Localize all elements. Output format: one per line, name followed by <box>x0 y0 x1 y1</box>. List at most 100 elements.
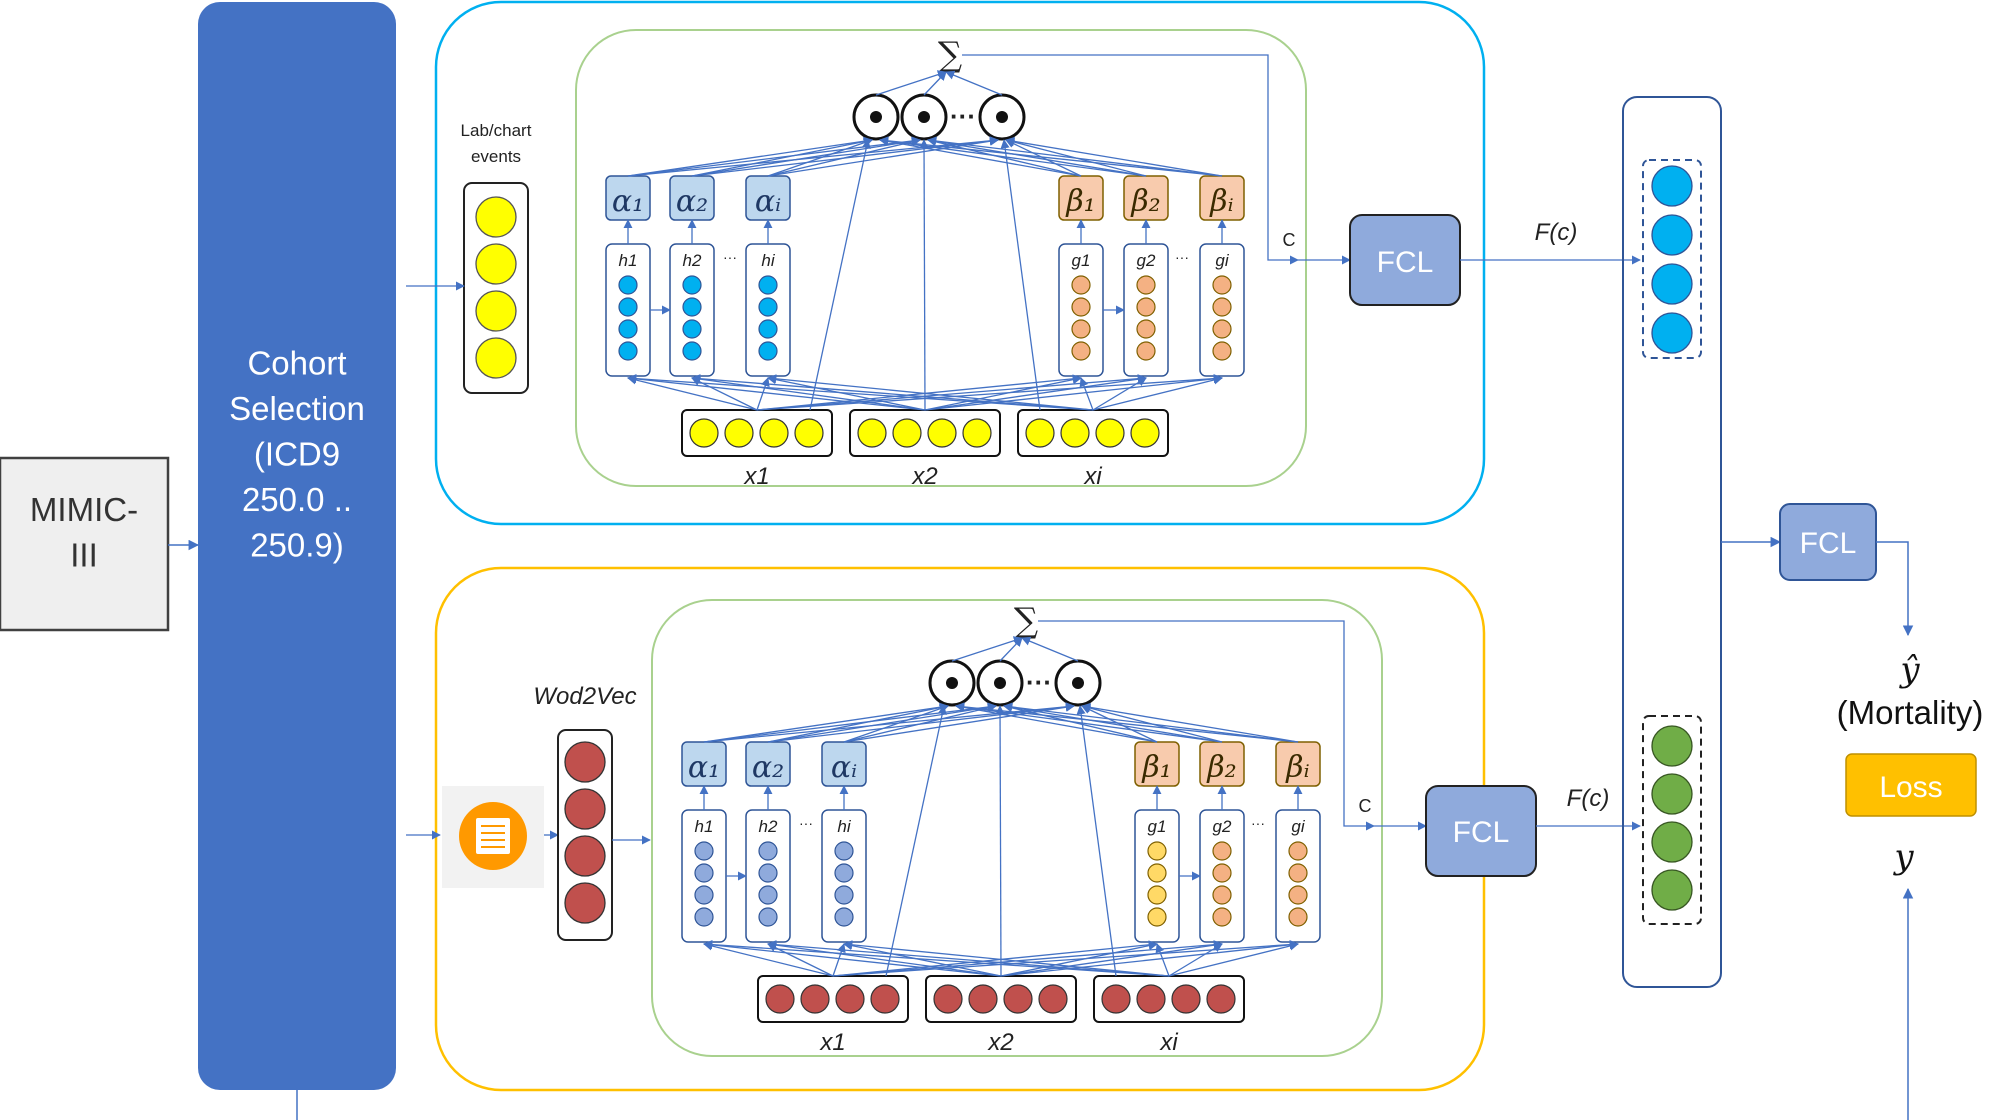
g-node <box>1212 885 1232 905</box>
context-label: C <box>1359 796 1372 816</box>
lab-node <box>475 337 517 379</box>
h-node <box>758 341 778 361</box>
bottom-output-node <box>1651 821 1693 863</box>
arrow <box>703 940 1002 977</box>
dots-ellipsis: ··· <box>950 101 976 131</box>
x-node <box>1101 984 1131 1014</box>
arrow <box>999 637 1023 662</box>
arrow <box>703 702 1075 743</box>
arrow <box>955 702 1299 743</box>
g-node <box>1212 341 1232 361</box>
arrow <box>1005 139 1082 177</box>
g-node <box>1212 841 1232 861</box>
h-node <box>618 341 638 361</box>
text-line: Cohort <box>247 344 346 381</box>
x-node <box>892 418 922 448</box>
arrow <box>843 704 949 743</box>
beta-label: βᵢ <box>1209 184 1233 219</box>
beta-label: β₁ <box>1065 184 1095 219</box>
top-output-node <box>1651 214 1693 256</box>
g-node <box>1288 907 1308 927</box>
arrow <box>703 940 1170 977</box>
h-node <box>682 275 702 295</box>
arrow <box>1155 943 1170 977</box>
g-ellipsis: ··· <box>1175 249 1189 265</box>
arrow <box>843 702 1075 743</box>
arrow <box>924 375 1082 411</box>
arrow <box>756 374 1223 411</box>
word2vec-node <box>564 835 606 877</box>
x-node <box>1171 984 1201 1014</box>
text-line: events <box>471 147 521 166</box>
mortality-label: (Mortality) <box>1837 694 1984 731</box>
arrow <box>627 374 926 411</box>
x-label: x2 <box>911 463 937 490</box>
word2vec-node <box>564 741 606 783</box>
g-node <box>1212 907 1232 927</box>
h-node <box>758 841 778 861</box>
x-node <box>794 418 824 448</box>
x-node <box>1206 984 1236 1014</box>
g-node <box>1288 841 1308 861</box>
h-label: hi <box>761 251 775 270</box>
x-node <box>1025 418 1055 448</box>
g-label: g2 <box>1213 817 1232 836</box>
arrow <box>879 136 1223 177</box>
h-ellipsis: ··· <box>799 815 813 831</box>
arrow <box>627 374 1094 411</box>
arrow <box>843 703 997 743</box>
arrow <box>995 705 1005 977</box>
bottom-output-label: F(c) <box>1567 785 1610 812</box>
h-label: h2 <box>759 817 778 836</box>
h-node <box>758 297 778 317</box>
h-node <box>682 341 702 361</box>
x-node <box>800 984 830 1014</box>
arrow <box>885 705 947 977</box>
arrow <box>767 702 997 743</box>
x-node <box>1003 984 1033 1014</box>
h-node <box>758 885 778 905</box>
note-page <box>476 818 510 854</box>
h-node <box>694 841 714 861</box>
arrow <box>1000 940 1299 977</box>
x-node <box>689 418 719 448</box>
alpha-label: α₂ <box>752 750 784 785</box>
x-node <box>1095 418 1125 448</box>
x-node <box>1060 418 1090 448</box>
arrow <box>691 374 1094 411</box>
g-node <box>1071 341 1091 361</box>
loss-box <box>1845 753 1977 817</box>
arrow <box>1168 941 1299 977</box>
h-node <box>834 863 854 883</box>
arrow <box>1092 377 1147 411</box>
g-node <box>1071 275 1091 295</box>
x-node <box>765 984 795 1014</box>
h-node <box>758 907 778 927</box>
arrow <box>1079 377 1094 411</box>
arrow <box>927 136 1147 177</box>
bottom-fcl <box>1425 785 1537 877</box>
g-ellipsis: ··· <box>1251 815 1265 831</box>
arrow <box>1000 139 1041 411</box>
arrow <box>924 374 1223 411</box>
g-node <box>1147 863 1167 883</box>
h-node <box>758 319 778 339</box>
word2vec-node <box>564 882 606 924</box>
arrow <box>1021 636 1079 662</box>
x-node <box>835 984 865 1014</box>
bottom-output-node <box>1651 725 1693 767</box>
word2vec-node <box>564 788 606 830</box>
beta-label: β₂ <box>1130 184 1160 219</box>
x-label: x1 <box>819 1029 845 1056</box>
dot-product-center <box>996 111 1008 123</box>
bottom-output-node <box>1651 869 1693 911</box>
arrow <box>919 139 929 411</box>
lab-node <box>475 243 517 285</box>
h-node <box>618 275 638 295</box>
sum-symbol: ∑ <box>938 35 962 75</box>
text-line: III <box>70 536 98 573</box>
arrow <box>1076 705 1117 977</box>
arrow <box>809 139 871 411</box>
